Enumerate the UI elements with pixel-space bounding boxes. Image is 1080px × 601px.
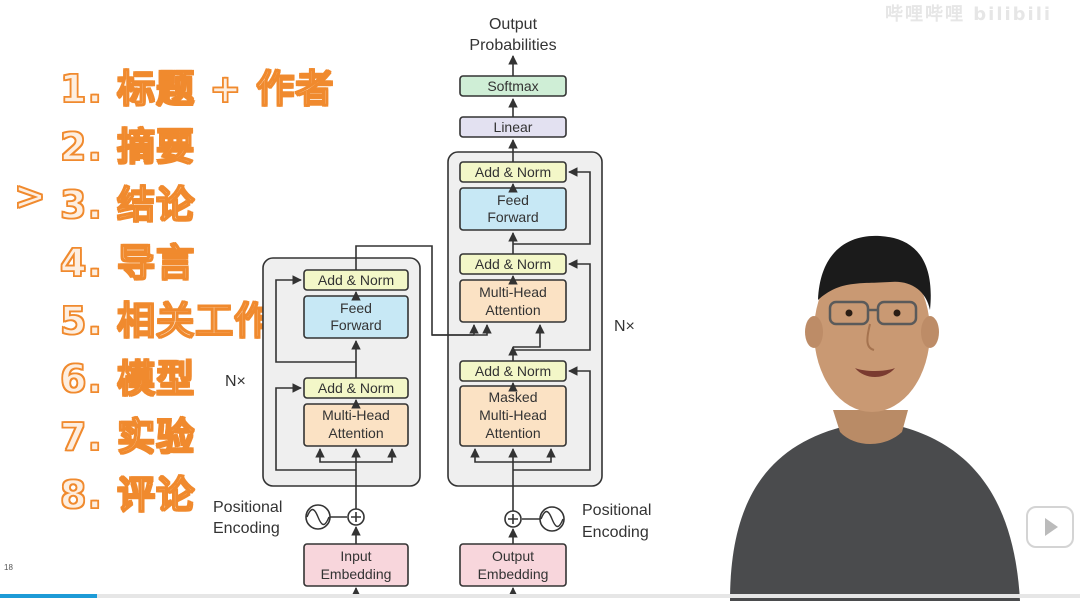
input-embedding-label-1: Input (340, 548, 371, 564)
slide-page-number: 18 (4, 563, 13, 572)
outline-item: 2. 摘要 (59, 124, 196, 170)
decoder-masked-label-3: Attention (485, 425, 540, 441)
decoder-cross-attention-label-1: Multi-Head (479, 284, 547, 300)
encoder-add-norm-top-label: Add & Norm (318, 272, 394, 288)
encoder-attention-label-1: Multi-Head (322, 407, 390, 423)
decoder-cross-attention-label-2: Attention (485, 302, 540, 318)
decoder-sine-wave-icon (539, 506, 565, 532)
outline-item: 5. 相关工作 (59, 298, 274, 344)
decoder-positional-label-2: Encoding (582, 524, 649, 541)
video-progress-fill (0, 594, 98, 598)
outline-item: 7. 实验 (59, 414, 196, 460)
decoder-masked-label-2: Multi-Head (479, 407, 547, 423)
encoder-attention-label-2: Attention (328, 425, 383, 441)
encoder-sine-wave-icon (305, 504, 331, 530)
encoder-feed-forward-label-1: Feed (340, 300, 372, 316)
video-progress-bar[interactable] (0, 594, 1080, 598)
output-probabilities-label-1: Output (489, 16, 538, 33)
decoder-masked-label-1: Masked (488, 389, 537, 405)
watermark-logo: 哔哩哔哩 bilibili (885, 4, 1053, 25)
decoder-positional-label-1: Positional (582, 502, 651, 519)
encoder-stack-frame (262, 257, 421, 487)
outline-item: 8. 评论 (59, 472, 196, 518)
encoder-add-icon (347, 508, 365, 526)
encoder-feed-forward-label-2: Forward (330, 317, 381, 333)
decoder-add-norm-middle-label: Add & Norm (475, 256, 551, 272)
decoder-feed-forward-label-2: Forward (487, 209, 538, 225)
decoder-feed-forward-label-1: Feed (497, 192, 529, 208)
encoder-positional-label-2: Encoding (213, 520, 280, 537)
encoder-add-norm-bottom-label: Add & Norm (318, 380, 394, 396)
diagram-connectors (275, 55, 591, 597)
output-embedding-label-1: Output (492, 548, 534, 564)
softmax-label: Softmax (487, 78, 538, 94)
linear-label: Linear (494, 119, 533, 135)
outline-item-current: 3. 结论 (59, 182, 196, 228)
decoder-add-icon (504, 510, 522, 528)
decoder-add-norm-top-label: Add & Norm (475, 164, 551, 180)
presenter-image (730, 235, 1020, 601)
decoder-add-norm-bottom-label: Add & Norm (475, 363, 551, 379)
output-probabilities-label-2: Probabilities (469, 37, 556, 54)
encoder-nx-label: N× (225, 373, 246, 390)
outline-item: 1. 标题 + 作者 (59, 66, 335, 112)
input-embedding-label-2: Embedding (321, 566, 392, 582)
outline-item: 4. 导言 (59, 240, 196, 286)
output-embedding-label-2: Embedding (478, 566, 549, 582)
decoder-nx-label: N× (614, 318, 635, 335)
outline-item: 6. 模型 (59, 356, 196, 402)
encoder-positional-label-1: Positional (213, 499, 282, 516)
play-button[interactable] (1026, 506, 1074, 548)
current-section-marker: > (13, 173, 47, 219)
